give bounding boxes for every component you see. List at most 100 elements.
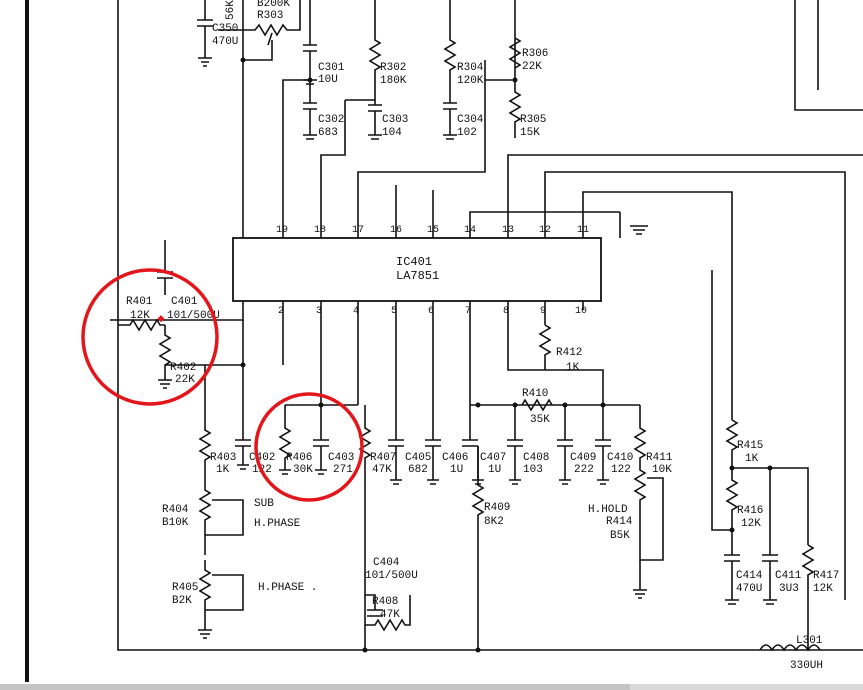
svg-text:B5K: B5K (610, 530, 630, 542)
svg-text:102: 102 (457, 127, 477, 139)
svg-text:56K: 56K (225, 0, 237, 20)
svg-text:104: 104 (382, 127, 402, 139)
pin-11: 11 (577, 225, 589, 236)
svg-text:C408: C408 (523, 452, 549, 464)
svg-text:R401: R401 (126, 296, 153, 308)
ic-part: LA7851 (396, 269, 439, 283)
svg-text:R410: R410 (522, 388, 548, 400)
svg-text:1K: 1K (745, 453, 759, 465)
svg-text:R416: R416 (737, 505, 763, 517)
bottom-left-network: R403 1K R404 B10K SUB H.PHASE R405 B2K H… (162, 362, 317, 639)
svg-text:C402: C402 (249, 452, 275, 464)
svg-text:R415: R415 (737, 440, 763, 452)
svg-text:15K: 15K (520, 127, 540, 139)
svg-text:8K2: 8K2 (484, 516, 504, 528)
pin-15: 15 (427, 225, 439, 236)
highlight-circle-r401-c401 (81, 268, 219, 406)
svg-text:10K: 10K (652, 464, 672, 476)
ic401-body (232, 237, 602, 302)
highlight-circle-r406-c403 (254, 392, 364, 502)
svg-text:222: 222 (574, 464, 594, 476)
svg-text:R306: R306 (522, 48, 548, 60)
svg-text:22K: 22K (522, 61, 542, 73)
middle-components: R406 30K C403 271 R407 47K C405 682 C406… (278, 324, 673, 653)
svg-text:1K: 1K (566, 362, 580, 374)
svg-text:470U: 470U (212, 36, 238, 48)
svg-text:682: 682 (408, 464, 428, 476)
svg-text:30K: 30K (293, 464, 313, 476)
svg-text:R305: R305 (520, 114, 546, 126)
pin-10: 10 (575, 306, 587, 317)
svg-text:R403: R403 (210, 452, 236, 464)
svg-text:R405: R405 (172, 582, 198, 594)
svg-text:R304: R304 (457, 62, 484, 74)
svg-text:H.HOLD: H.HOLD (588, 504, 628, 516)
right-components: R415 1K R416 12K C414 470U C411 3U3 R417… (711, 270, 839, 672)
svg-text:B2K: B2K (172, 595, 192, 607)
svg-text:1U: 1U (488, 464, 501, 476)
svg-text:1K: 1K (216, 464, 230, 476)
svg-text:330UH: 330UH (790, 660, 823, 672)
svg-text:H.PHASE .: H.PHASE . (258, 582, 317, 594)
pin-5: 5 (391, 306, 397, 317)
svg-text:H.PHASE: H.PHASE (254, 518, 301, 530)
svg-text:L301: L301 (796, 635, 823, 647)
svg-text:C303: C303 (382, 114, 408, 126)
svg-text:122: 122 (611, 464, 631, 476)
svg-text:R302: R302 (380, 62, 406, 74)
svg-text:C302: C302 (318, 114, 344, 126)
svg-text:C403: C403 (328, 452, 354, 464)
pin-2: 2 (278, 306, 284, 317)
svg-text:101/500U: 101/500U (365, 570, 418, 582)
svg-text:C350: C350 (212, 23, 238, 35)
pin-13: 13 (502, 225, 514, 236)
svg-text:101/500U: 101/500U (167, 310, 220, 322)
svg-text:47K: 47K (380, 609, 400, 621)
svg-text:C409: C409 (570, 452, 596, 464)
pin-16: 16 (390, 225, 402, 236)
svg-text:R408: R408 (372, 596, 398, 608)
pin-6: 6 (428, 306, 434, 317)
svg-text:103: 103 (523, 464, 543, 476)
svg-text:C301: C301 (318, 62, 345, 74)
svg-text:B10K: B10K (162, 517, 189, 529)
svg-text:271: 271 (333, 464, 353, 476)
svg-text:22K: 22K (175, 374, 195, 386)
svg-text:12K: 12K (741, 518, 761, 530)
svg-text:C304: C304 (457, 114, 484, 126)
svg-text:R409: R409 (484, 502, 510, 514)
svg-text:10U: 10U (318, 74, 338, 86)
scrollbar-thumb[interactable] (0, 684, 630, 690)
left-rail (117, 0, 863, 651)
ic-ref: IC401 (396, 255, 432, 269)
svg-text:47K: 47K (372, 464, 392, 476)
pin-9: 9 (540, 306, 546, 317)
pin-18: 18 (314, 225, 326, 236)
svg-text:470U: 470U (736, 583, 762, 595)
svg-text:R414: R414 (606, 516, 633, 528)
svg-text:C414: C414 (736, 570, 763, 582)
pin-19: 19 (276, 225, 288, 236)
pin-3: 3 (316, 306, 322, 317)
pin-8: 8 (503, 306, 509, 317)
pin-4: 4 (353, 306, 359, 317)
svg-text:3U3: 3U3 (779, 583, 799, 595)
svg-text:C404: C404 (373, 557, 400, 569)
svg-text:C407: C407 (480, 452, 506, 464)
svg-text:SUB: SUB (254, 498, 274, 510)
ic-top-pins (242, 0, 863, 600)
svg-text:1U: 1U (450, 464, 463, 476)
svg-text:35K: 35K (530, 414, 550, 426)
pin-12: 12 (539, 225, 551, 236)
top-components: C350 470U R303 B200K 56K C301 10U C302 6… (197, 0, 548, 140)
pin-14: 14 (464, 225, 476, 236)
svg-text:R407: R407 (370, 452, 396, 464)
c404-r408: C404 101/500U R408 47K (365, 557, 418, 632)
svg-text:C401: C401 (171, 296, 198, 308)
svg-text:C411: C411 (775, 570, 802, 582)
svg-text:120K: 120K (457, 75, 484, 87)
svg-text:180K: 180K (380, 75, 407, 87)
svg-text:C410: C410 (607, 452, 633, 464)
svg-text:R303: R303 (257, 10, 283, 22)
svg-text:R404: R404 (162, 504, 189, 516)
